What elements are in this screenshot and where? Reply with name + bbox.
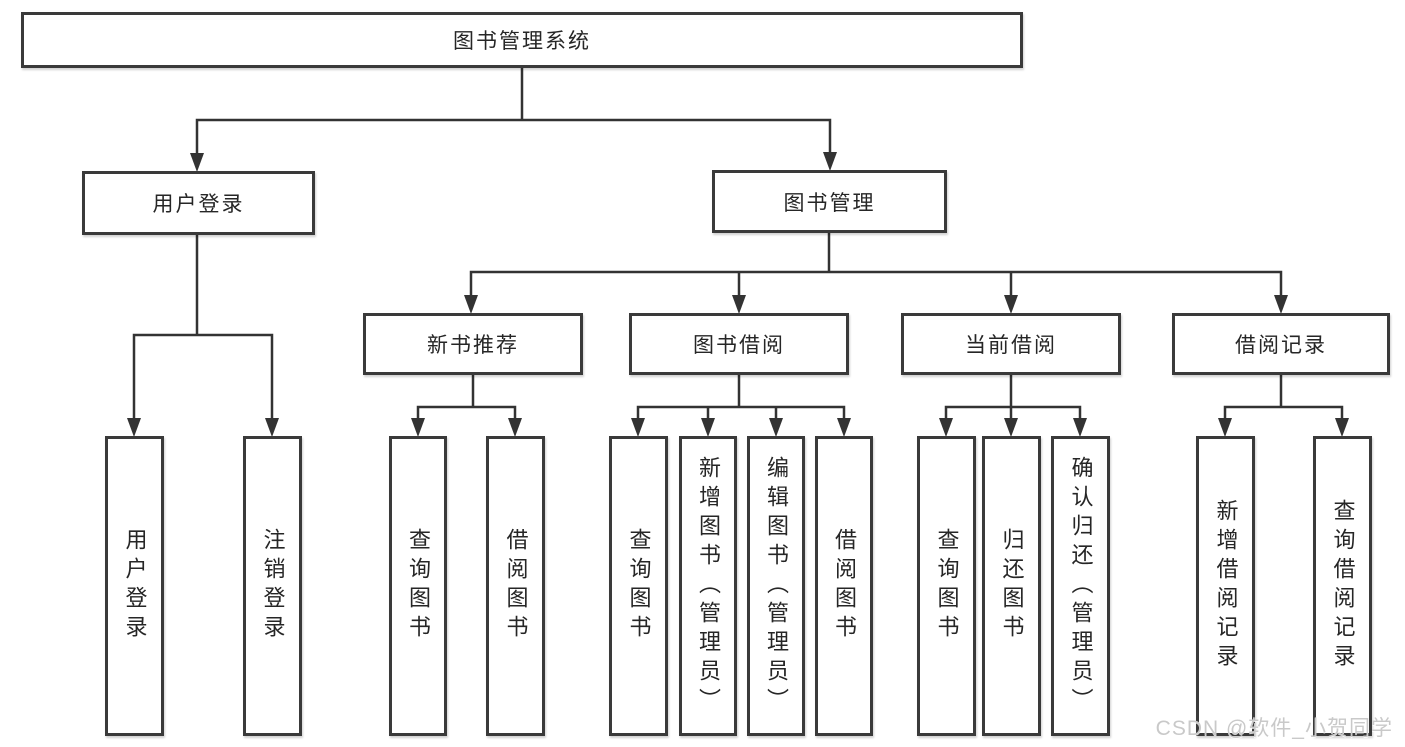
- node-book-borrow-label: 图书借阅: [693, 334, 785, 357]
- node-current-borrow: 当前借阅: [901, 313, 1121, 375]
- leaf-edit-book-admin-label: 编辑图书（管理员）: [764, 455, 789, 717]
- node-book-borrow: 图书借阅: [629, 313, 849, 375]
- node-borrow-records-label: 借阅记录: [1235, 334, 1327, 357]
- node-new-book-recommend: 新书推荐: [363, 313, 583, 375]
- leaf-query-books-recommend-label: 查询图书: [406, 528, 431, 644]
- leaf-add-borrow-record: 新增借阅记录: [1196, 436, 1255, 736]
- leaf-query-books-borrow-label: 查询图书: [626, 528, 652, 644]
- leaf-query-borrow-record: 查询借阅记录: [1313, 436, 1372, 736]
- leaf-query-books-recommend: 查询图书: [389, 436, 447, 736]
- node-user-login-label: 用户登录: [152, 193, 245, 216]
- leaf-edit-book-admin: 编辑图书（管理员）: [747, 436, 805, 736]
- leaf-borrow-books: 借阅图书: [815, 436, 873, 736]
- leaf-user-login-label: 用户登录: [122, 528, 148, 644]
- leaf-return-book: 归还图书: [982, 436, 1041, 736]
- watermark: CSDN @软件_小贺同学: [1155, 717, 1393, 740]
- node-user-login: 用户登录: [82, 171, 315, 235]
- leaf-query-books-current-label: 查询图书: [934, 528, 960, 644]
- leaf-add-book-admin: 新增图书（管理员）: [679, 436, 737, 736]
- arrowheads: [127, 152, 1349, 437]
- node-root-label: 图书管理系统: [453, 30, 591, 53]
- leaf-confirm-return-admin-label: 确认归还（管理员）: [1068, 455, 1094, 717]
- node-new-book-recommend-label: 新书推荐: [427, 334, 519, 357]
- leaf-logout: 注销登录: [243, 436, 302, 736]
- leaf-user-login: 用户登录: [105, 436, 164, 736]
- leaf-borrow-books-recommend: 借阅图书: [486, 436, 545, 736]
- leaf-query-books-current: 查询图书: [917, 436, 976, 736]
- node-current-borrow-label: 当前借阅: [965, 334, 1057, 357]
- leaf-borrow-books-recommend-label: 借阅图书: [503, 528, 529, 644]
- node-book-management-label: 图书管理: [783, 191, 876, 215]
- leaf-confirm-return-admin: 确认归还（管理员）: [1051, 436, 1110, 736]
- leaf-add-borrow-record-label: 新增借阅记录: [1213, 499, 1239, 673]
- node-borrow-records: 借阅记录: [1172, 313, 1390, 375]
- leaf-return-book-label: 归还图书: [999, 528, 1025, 644]
- leaf-borrow-books-label: 借阅图书: [832, 528, 857, 644]
- leaf-add-book-admin-label: 新增图书（管理员）: [696, 455, 721, 717]
- leaf-query-books-borrow: 查询图书: [609, 436, 668, 736]
- leaf-logout-label: 注销登录: [260, 528, 286, 644]
- node-root: 图书管理系统: [21, 12, 1023, 68]
- node-book-management: 图书管理: [712, 170, 947, 233]
- leaf-query-borrow-record-label: 查询借阅记录: [1330, 499, 1356, 673]
